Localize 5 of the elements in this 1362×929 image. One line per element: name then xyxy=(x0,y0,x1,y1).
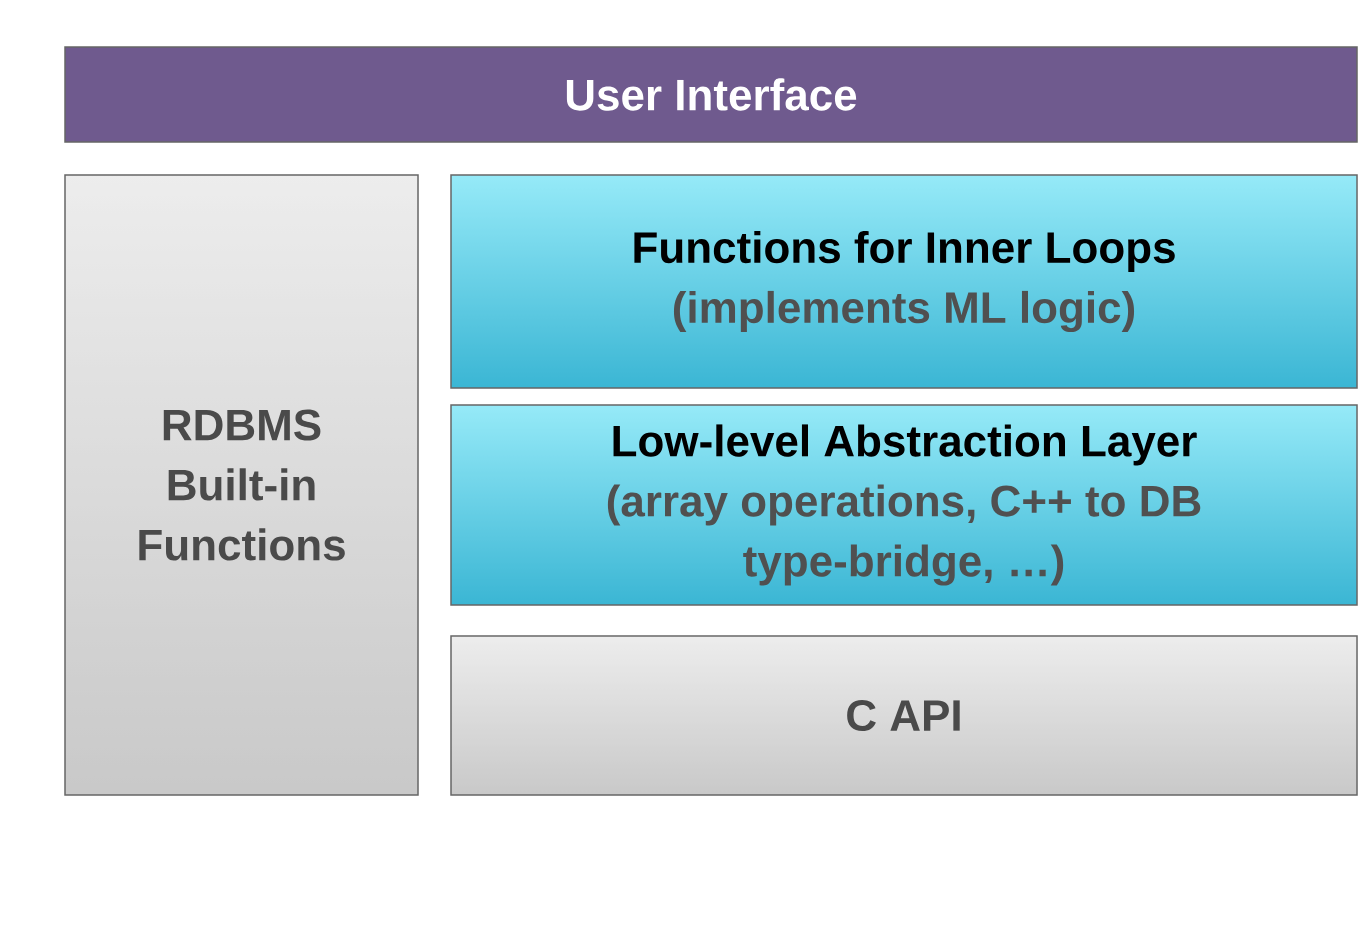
layer-box: Low-level Abstraction Layer (array operations, C++ to DB type-bridge, …) xyxy=(450,404,1358,606)
layer-box: Functions for Inner Loops (implements ML logic) xyxy=(450,174,1358,389)
layer-box: RDBMS Built-in Functions xyxy=(64,174,419,796)
layer-box: C API xyxy=(450,635,1358,796)
interface-band: User Interface xyxy=(64,46,1358,143)
